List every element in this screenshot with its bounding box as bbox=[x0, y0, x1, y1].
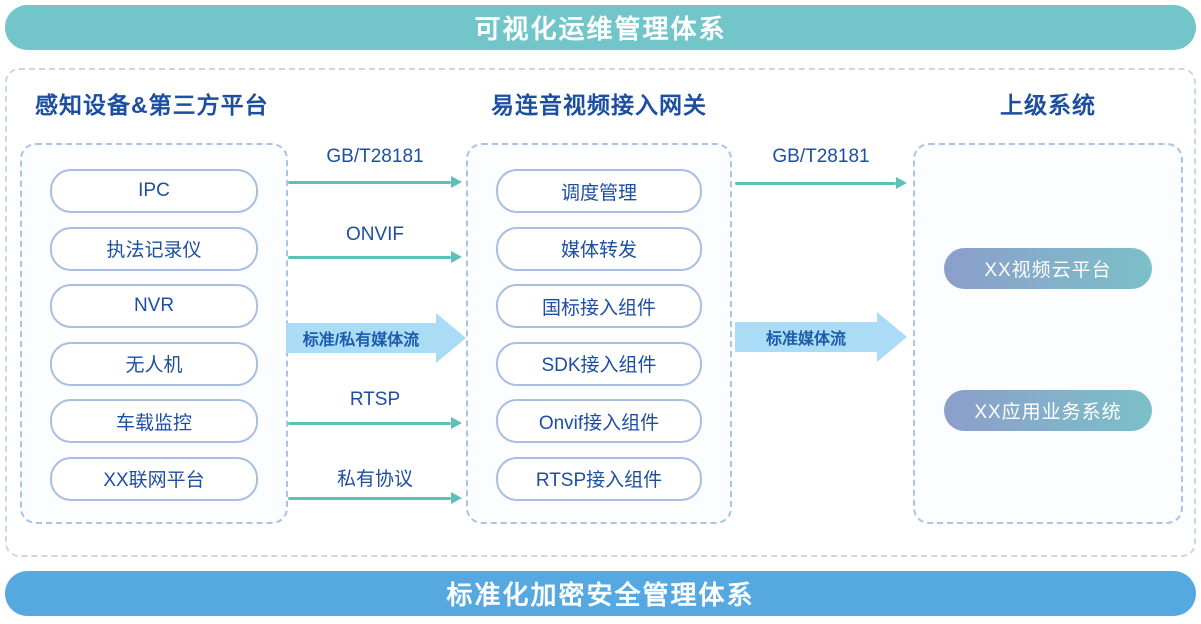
arrow-head-icon bbox=[877, 312, 907, 362]
arrow-line bbox=[288, 421, 451, 425]
upper-pill-video-cloud: XX视频云平台 bbox=[944, 248, 1152, 289]
arrow-label-rtsp: RTSP bbox=[349, 389, 401, 410]
arrow-line bbox=[288, 496, 451, 500]
gateway-pill-onvif-access: Onvif接入组件 bbox=[496, 399, 702, 444]
arrow-head-icon bbox=[451, 176, 462, 188]
top-banner-label: 可视化运维管理体系 bbox=[474, 14, 727, 44]
device-pill-nvr: NVR bbox=[50, 284, 258, 329]
gateway-pill-dispatch: 调度管理 bbox=[496, 169, 702, 213]
arrow-line bbox=[288, 255, 451, 259]
arrow-label-gbt28181-left: GB/T28181 bbox=[326, 146, 424, 167]
arrow-body: 标准/私有媒体流 bbox=[286, 323, 436, 353]
arrow-body: 标准媒体流 bbox=[735, 322, 877, 352]
gateway-pill-sdk-access: SDK接入组件 bbox=[496, 341, 702, 386]
arrow-line bbox=[288, 180, 451, 184]
upper-pill-app-business: XX应用业务系统 bbox=[944, 390, 1152, 431]
gateway-pill-gb-access: 国标接入组件 bbox=[496, 284, 702, 329]
arrow-standard-private-media-stream: 标准/私有媒体流 bbox=[286, 313, 466, 363]
arrow-standard-media-stream: 标准媒体流 bbox=[735, 312, 907, 362]
arrow-label-private-protocol: 私有协议 bbox=[336, 469, 413, 490]
gateway-pill-rtsp-access: RTSP接入组件 bbox=[496, 456, 702, 501]
device-pill-body-camera: 执法记录仪 bbox=[50, 226, 258, 271]
top-banner: 可视化运维管理体系 bbox=[5, 5, 1196, 50]
arrow-gbt28181-left bbox=[288, 176, 462, 188]
device-pill-ipc: IPC bbox=[50, 169, 258, 213]
bottom-banner: 标准化加密安全管理体系 bbox=[5, 571, 1196, 616]
arrow-rtsp bbox=[288, 417, 462, 429]
arrow-head-icon bbox=[451, 417, 462, 429]
gateway-column-title: 易连音视频接入网关 bbox=[491, 92, 707, 118]
arrow-label-standard-private-media: 标准/私有媒体流 bbox=[302, 332, 420, 349]
arrow-onvif bbox=[288, 251, 462, 263]
upper-column-title: 上级系统 bbox=[1000, 92, 1096, 118]
arrow-head-icon bbox=[451, 251, 462, 263]
device-pill-xx-network-platform: XX联网平台 bbox=[50, 456, 258, 501]
arrow-head-icon bbox=[436, 313, 466, 363]
upper-box: XX视频云平台 XX应用业务系统 bbox=[913, 143, 1183, 524]
gateway-box: 调度管理 媒体转发 国标接入组件 SDK接入组件 Onvif接入组件 RTSP接… bbox=[466, 143, 732, 524]
arrow-gbt28181-right bbox=[735, 177, 907, 189]
devices-box: IPC 执法记录仪 NVR 无人机 车载监控 XX联网平台 bbox=[20, 143, 288, 524]
gateway-pill-media-forward: 媒体转发 bbox=[496, 226, 702, 271]
arrow-label-gbt28181-right: GB/T28181 bbox=[772, 146, 870, 167]
arrow-label-standard-media: 标准媒体流 bbox=[765, 331, 846, 348]
arrow-label-onvif: ONVIF bbox=[345, 224, 405, 245]
arrow-private-protocol bbox=[288, 492, 462, 504]
bottom-banner-label: 标准化加密安全管理体系 bbox=[446, 580, 755, 610]
device-pill-vehicle-monitor: 车载监控 bbox=[50, 399, 258, 444]
devices-column-title: 感知设备&第三方平台 bbox=[35, 92, 269, 118]
arrow-head-icon bbox=[451, 492, 462, 504]
arrow-line bbox=[735, 181, 896, 185]
arrow-head-icon bbox=[896, 177, 907, 189]
device-pill-drone: 无人机 bbox=[50, 341, 258, 386]
